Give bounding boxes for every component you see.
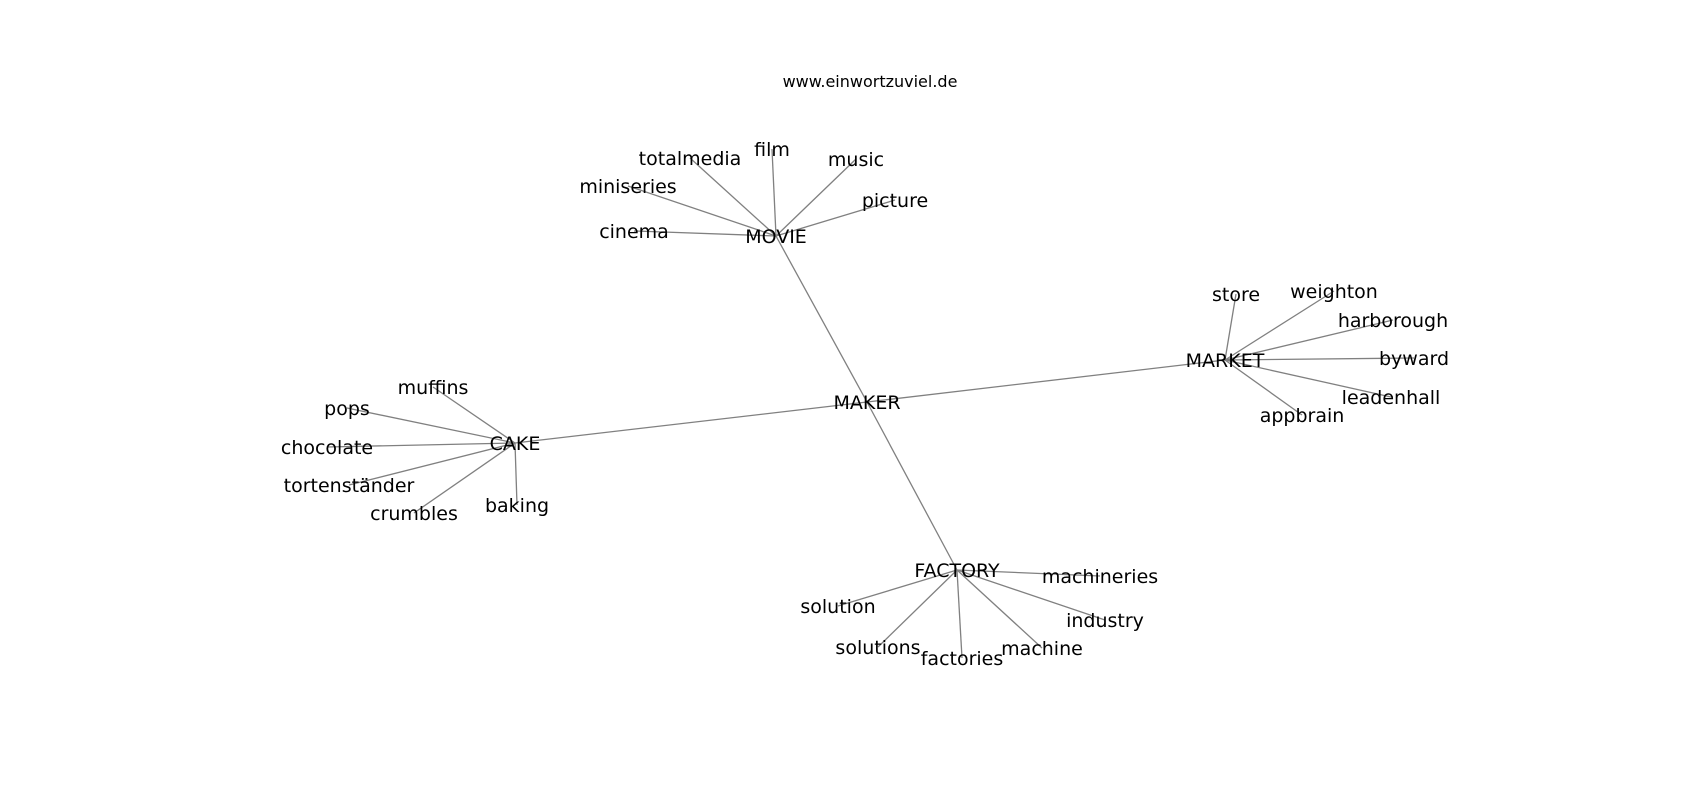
node-crumbles: crumbles bbox=[370, 503, 458, 525]
node-store: store bbox=[1212, 284, 1260, 306]
edge-market-appbrain bbox=[1224, 359, 1303, 416]
node-totalmedia: totalmedia bbox=[639, 148, 742, 170]
node-solutions: solutions bbox=[835, 637, 920, 659]
edge-maker-factory bbox=[866, 401, 958, 571]
node-byward: byward bbox=[1379, 348, 1449, 370]
edge-maker-movie bbox=[775, 235, 868, 403]
node-music: music bbox=[828, 149, 884, 171]
edge-factory-industry bbox=[956, 569, 1106, 621]
edge-cake-chocolate bbox=[326, 442, 516, 448]
edges-group bbox=[326, 148, 1415, 659]
node-chocolate: chocolate bbox=[281, 437, 373, 459]
edge-cake-tortenstaender bbox=[348, 442, 516, 486]
node-muffins: muffins bbox=[398, 377, 469, 399]
node-miniseries: miniseries bbox=[579, 176, 676, 198]
node-market: MARKET bbox=[1186, 350, 1265, 372]
node-cinema: cinema bbox=[599, 221, 669, 243]
node-baking: baking bbox=[485, 495, 549, 517]
site-title: www.einwortzuviel.de bbox=[783, 72, 958, 91]
edge-market-store bbox=[1224, 293, 1237, 361]
edge-cake-crumbles bbox=[413, 442, 516, 514]
node-leadenhall: leadenhall bbox=[1342, 387, 1441, 409]
node-factory: FACTORY bbox=[914, 560, 1000, 582]
edge-cake-pops bbox=[346, 407, 516, 444]
edge-market-byward bbox=[1224, 357, 1415, 361]
edge-cake-baking bbox=[514, 442, 518, 506]
edge-market-weighton bbox=[1224, 290, 1335, 361]
edge-factory-machineries bbox=[956, 569, 1101, 577]
node-movie: MOVIE bbox=[745, 226, 807, 248]
labels-group: MAKER MOVIE MARKET CAKE FACTORY totalmedia fil… bbox=[281, 139, 1449, 670]
node-factories: factories bbox=[921, 648, 1004, 670]
edge-cake-muffins bbox=[432, 386, 516, 444]
edge-maker-cake bbox=[514, 401, 868, 444]
node-pops: pops bbox=[324, 398, 370, 420]
edge-factory-factories bbox=[956, 569, 963, 659]
edge-market-leadenhall bbox=[1224, 359, 1392, 398]
node-tortenstaender: tortenständer bbox=[284, 475, 415, 497]
node-weighton: weighton bbox=[1290, 281, 1378, 303]
edge-movie-film bbox=[771, 148, 777, 237]
node-picture: picture bbox=[862, 190, 928, 212]
edge-movie-miniseries bbox=[627, 185, 777, 237]
node-appbrain: appbrain bbox=[1260, 405, 1345, 427]
node-machineries: machineries bbox=[1042, 566, 1158, 588]
node-cake: CAKE bbox=[490, 433, 541, 455]
edge-movie-cinema bbox=[633, 230, 777, 237]
edge-maker-market bbox=[866, 359, 1226, 403]
node-maker: MAKER bbox=[833, 392, 900, 414]
edge-factory-machine bbox=[956, 569, 1043, 649]
node-harborough: harborough bbox=[1338, 310, 1448, 332]
edge-factory-solutions bbox=[877, 569, 958, 648]
edge-factory-solution bbox=[837, 569, 958, 607]
edge-market-harborough bbox=[1224, 319, 1394, 361]
edge-movie-music bbox=[775, 158, 857, 237]
edge-movie-picture bbox=[775, 199, 896, 237]
edge-movie-totalmedia bbox=[689, 157, 777, 237]
node-film: film bbox=[754, 139, 790, 161]
node-solution: solution bbox=[800, 596, 875, 618]
node-machine: machine bbox=[1001, 638, 1083, 660]
node-industry: industry bbox=[1066, 610, 1144, 632]
